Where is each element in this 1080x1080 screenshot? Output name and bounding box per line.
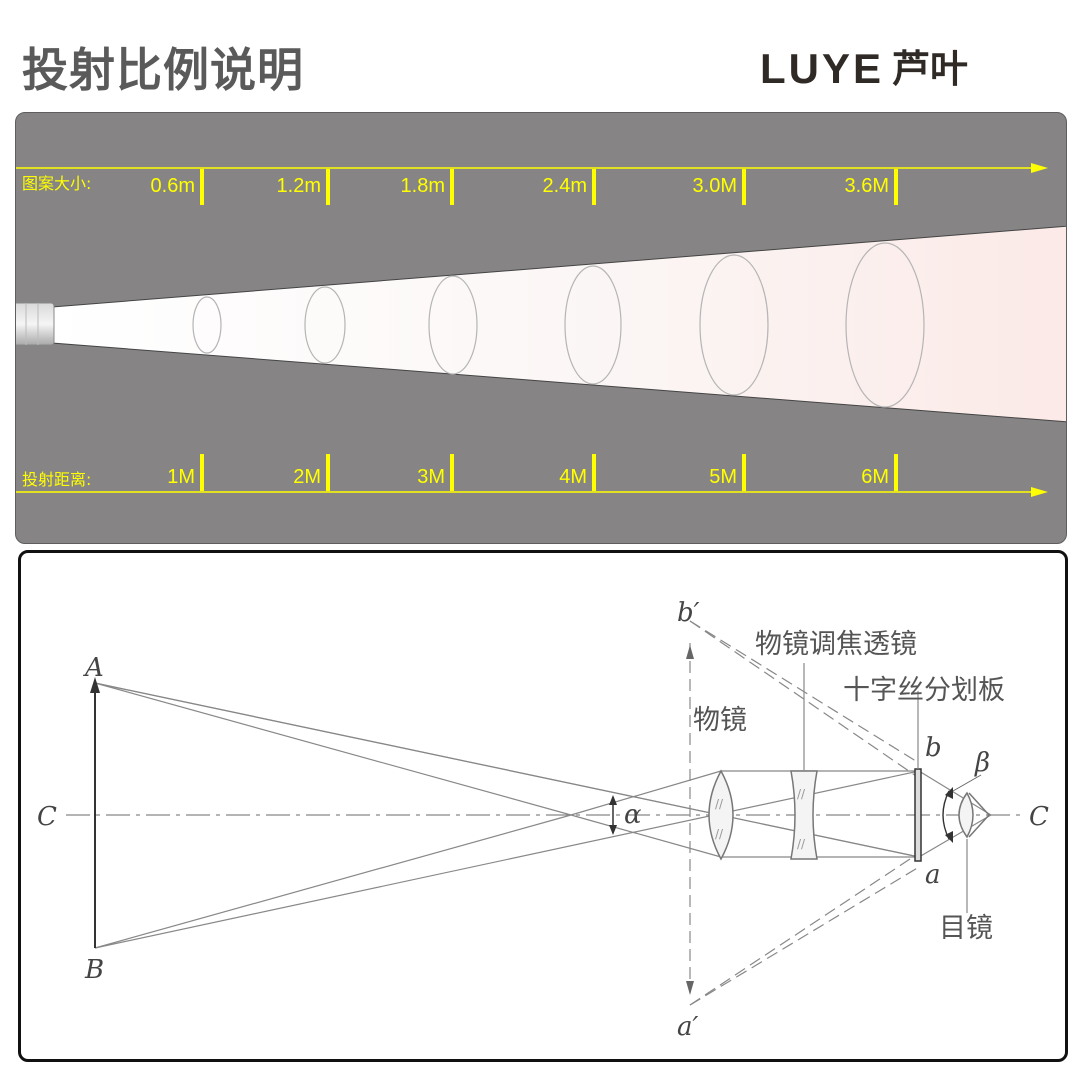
size-value-5: 3.0M: [693, 175, 737, 197]
distance-tick-1: [200, 454, 204, 491]
eyepiece-ray-2: [918, 814, 992, 858]
point-a-label: a: [925, 860, 941, 890]
telescope-optics-diagram: // // // // A B C C b′ a′ b a α β 物镜调焦透镜…: [37, 598, 1049, 1042]
distance-value-6: 6M: [861, 466, 889, 488]
focusing-lens-label: 物镜调焦透镜: [755, 629, 917, 660]
envelope-a-prime-1: [689, 852, 920, 1006]
spot-circle-4: [564, 265, 622, 385]
point-a-prime-label: a′: [677, 1012, 699, 1042]
distance-value-3: 3M: [417, 466, 445, 488]
reticle-label: 十字丝分划板: [843, 675, 1005, 706]
distance-tick-5: [742, 454, 746, 491]
spot-circle-3: [428, 275, 478, 375]
alpha-label: α: [624, 800, 642, 830]
ray-A-lower: [94, 682, 920, 858]
brand-logo: LUYE 芦叶: [760, 44, 969, 92]
point-b-label: b: [925, 733, 942, 763]
size-tick-5: [742, 169, 746, 205]
distance-tick-4: [592, 454, 596, 491]
distance-value-5: 5M: [709, 466, 737, 488]
point-B-label: B: [84, 955, 104, 985]
size-value-4: 2.4m: [543, 175, 587, 197]
point-b-prime-label: b′: [677, 598, 700, 628]
page-title: 投射比例说明: [22, 43, 304, 97]
spot-circle-6: [845, 242, 925, 408]
size-tick-2: [326, 169, 330, 205]
distance-value-4: 4M: [559, 466, 587, 488]
ray-cross-lower: [570, 814, 722, 858]
focusing-lens: [790, 770, 818, 860]
eyepiece-label: 目镜: [939, 913, 993, 944]
distance-axis-arrow: [1031, 487, 1048, 497]
flashlight-icon: [16, 302, 55, 346]
projection-ratio-panel: 图案大小: 0.6m 1.2m 1.8m 2.4m 3.0M 3.6M 投射距离…: [15, 112, 1067, 544]
size-value-1: 0.6m: [151, 175, 195, 197]
size-value-6: 3.6M: [845, 175, 889, 197]
reticle-plate: [914, 768, 922, 862]
spot-circle-1: [192, 296, 222, 354]
distance-label: 投射距离:: [22, 470, 91, 489]
size-tick-4: [592, 169, 596, 205]
eyepiece-ray-1: [918, 770, 992, 816]
projection-diagram: 图案大小: 0.6m 1.2m 1.8m 2.4m 3.0M 3.6M 投射距离…: [16, 163, 1066, 497]
light-beam: [51, 225, 1066, 423]
point-A-label: A: [83, 653, 104, 683]
size-value-2: 1.2m: [277, 175, 321, 197]
ray-B-upper: [94, 770, 920, 949]
beta-label: β: [974, 748, 990, 778]
size-tick-3: [450, 169, 454, 205]
size-tick-6: [894, 169, 898, 205]
distance-value-1: 1M: [167, 466, 195, 488]
svg-text://: //: [715, 797, 724, 811]
object-arrowhead: [90, 677, 100, 693]
eyepiece-lens: [958, 791, 974, 839]
distance-tick-2: [326, 454, 330, 491]
distance-tick-6: [894, 454, 898, 491]
ray-B-cross: [94, 814, 572, 949]
optics-diagram-panel: // // // // A B C C b′ a′ b a α β 物镜调焦透镜…: [18, 550, 1068, 1062]
envelope-a-prime-2: [689, 866, 920, 1006]
objective-label: 物镜: [693, 705, 747, 736]
ray-A-cross: [94, 682, 572, 816]
size-value-3: 1.8m: [401, 175, 445, 197]
brand-logo-latin: LUYE: [760, 45, 885, 92]
envelope-b-prime-2: [689, 620, 920, 779]
brand-logo-chinese: 芦叶: [892, 47, 969, 91]
distance-value-2: 2M: [293, 466, 321, 488]
objective-lens: [708, 769, 734, 861]
size-axis-arrow: [1031, 163, 1048, 173]
b-prime-arrowhead: [686, 645, 694, 659]
axis-C-left-label: C: [37, 802, 57, 832]
spot-circle-5: [699, 254, 769, 396]
svg-text://: //: [797, 787, 806, 801]
svg-text://: //: [797, 837, 806, 851]
size-tick-1: [200, 169, 204, 205]
a-prime-arrowhead: [686, 981, 694, 995]
svg-text://: //: [715, 827, 724, 841]
spot-circle-2: [304, 286, 346, 364]
distance-tick-3: [450, 454, 454, 491]
ray-cross-upper: [570, 770, 722, 816]
axis-C-right-label: C: [1029, 802, 1049, 832]
size-label: 图案大小:: [22, 174, 91, 193]
